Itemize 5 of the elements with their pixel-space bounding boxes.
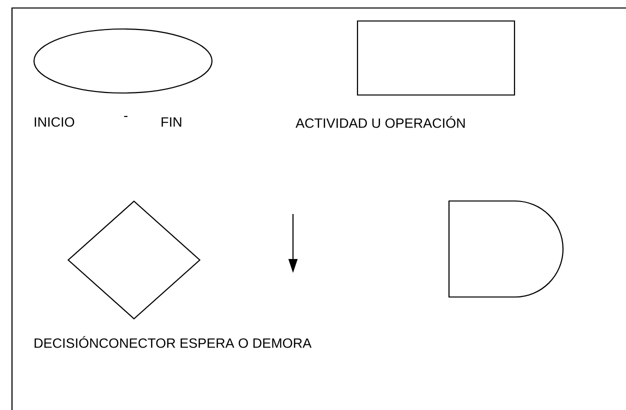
symbol-label: FIN	[162, 117, 182, 127]
symbol-label: -	[124, 116, 128, 117]
delay-shape	[448, 200, 564, 298]
terminal-ellipse	[33, 28, 213, 94]
process-box	[356, 20, 516, 96]
